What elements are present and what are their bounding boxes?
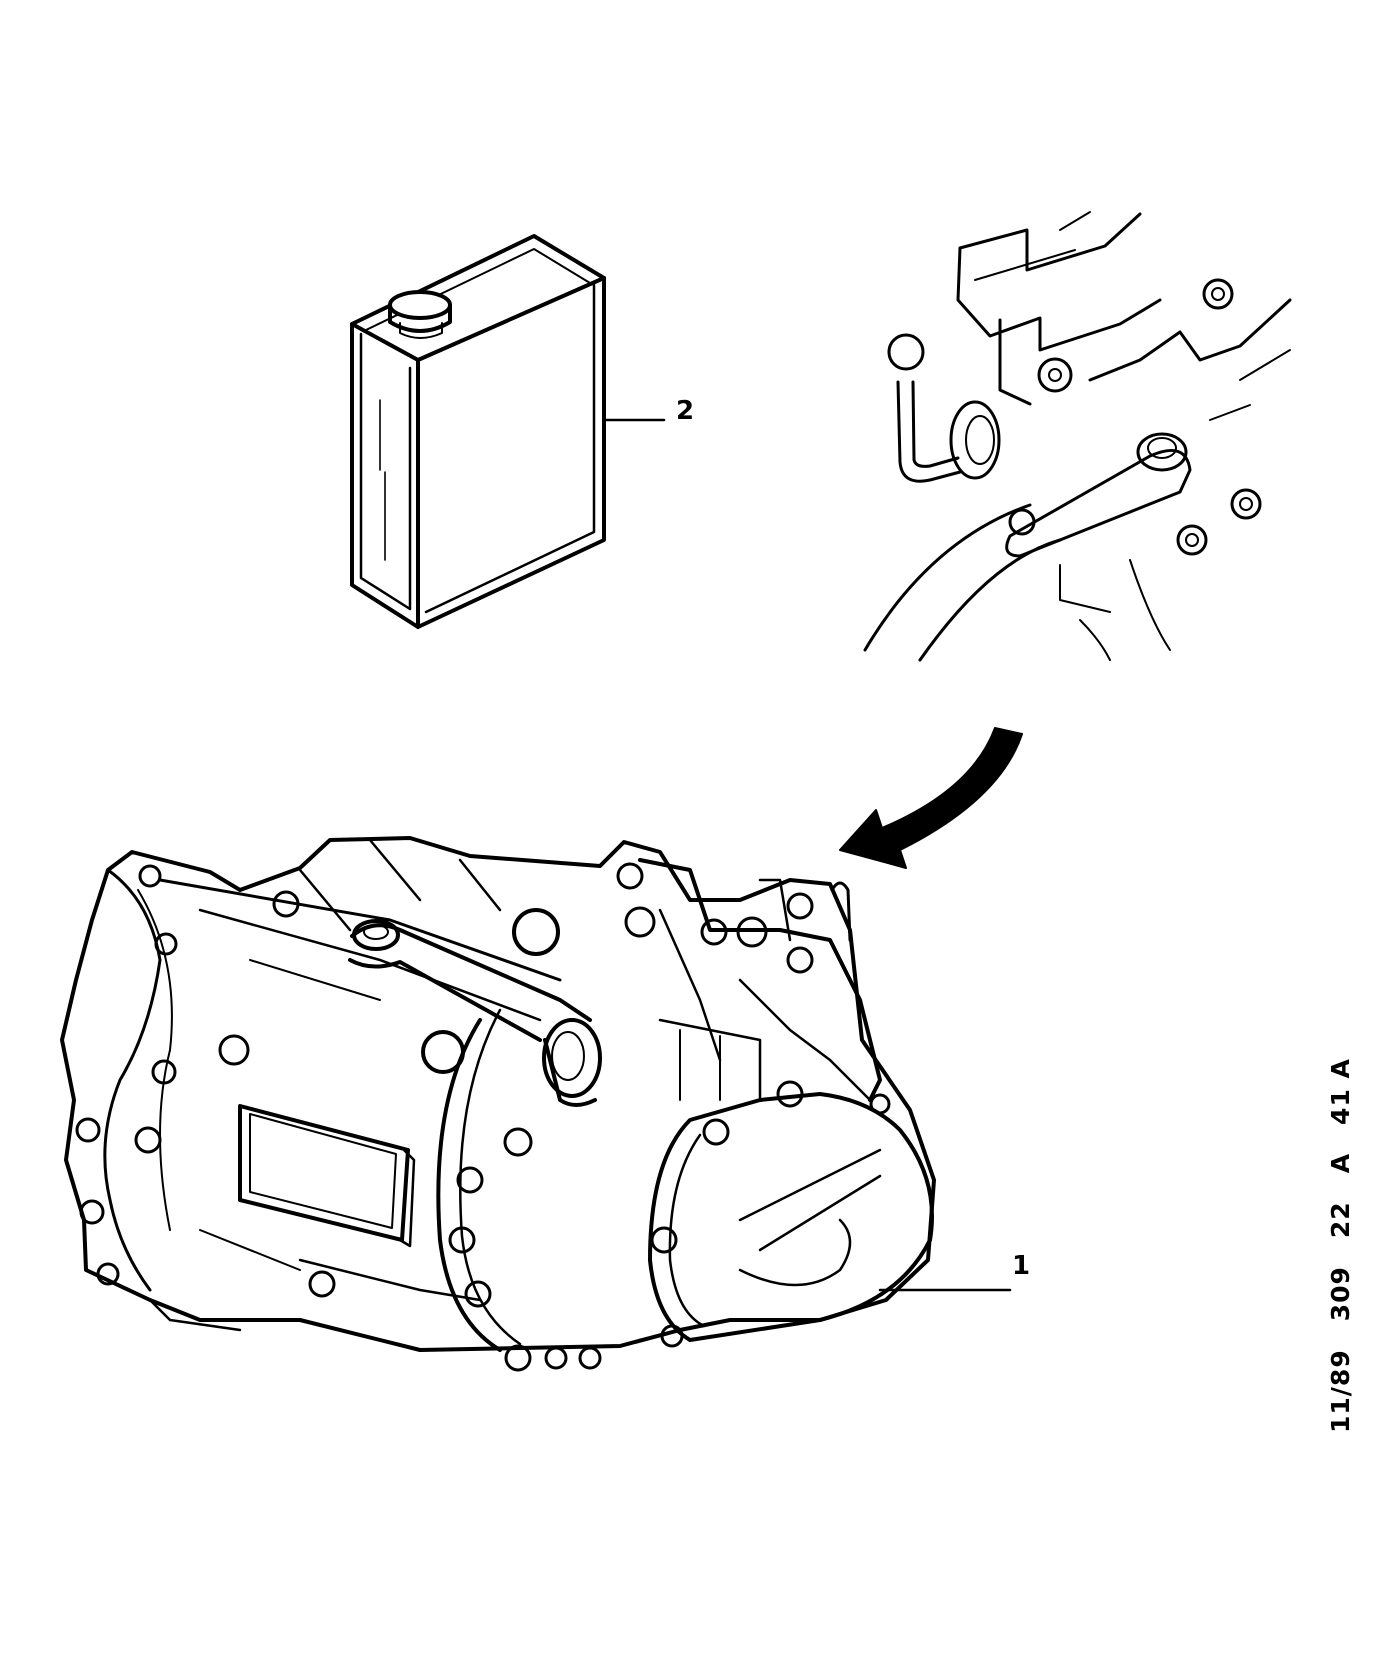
reference-code: 11/89 309 22 A 41 A	[1326, 1058, 1355, 1433]
reference-date: 11/89	[1326, 1349, 1355, 1433]
reference-group: 22	[1326, 1201, 1355, 1239]
gear-linkage-detail-icon	[863, 211, 1292, 662]
callout-oil-can: 2	[676, 396, 695, 426]
gearbox-icon	[60, 836, 1012, 1372]
reference-model: 309	[1326, 1266, 1355, 1322]
reference-section: A	[1326, 1152, 1355, 1174]
oil-can-icon	[350, 234, 666, 629]
arrow-icon	[839, 727, 1023, 869]
callout-gearbox: 1	[1012, 1251, 1031, 1281]
reference-sheet: 41 A	[1326, 1058, 1355, 1125]
